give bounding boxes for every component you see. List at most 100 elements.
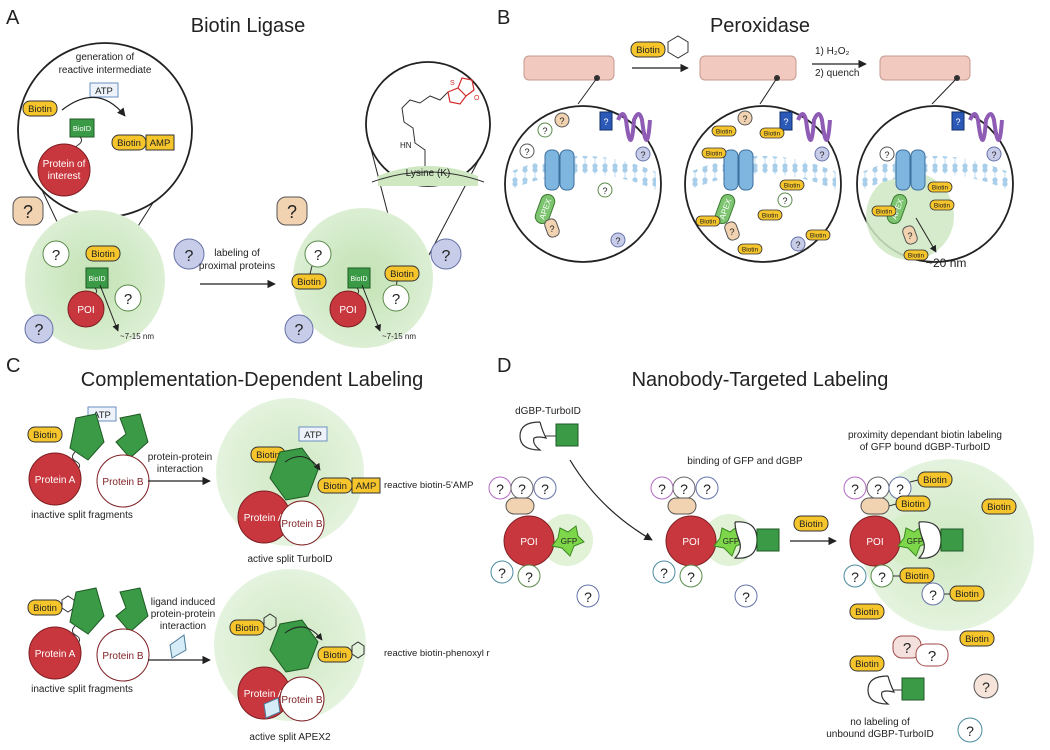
biotin-label: Biotin [764,131,781,138]
question-mark: ? [703,481,711,497]
biotin-label: Biotin [908,253,925,260]
poi-label: POI [77,305,94,316]
no-label-2: unbound dGBP-TurboID [826,729,933,740]
protein-b-label: Protein B [102,477,143,488]
active-turbo-label: active split TurboID [247,554,332,565]
protein-a-label: Protein A [244,689,285,700]
peroxidase-zoom-2: ? APEX Biotin Biotin Biotin Biotin Bioti… [684,105,842,263]
biotin-label: Biotin [700,219,717,226]
panel-c-letter: C [6,355,20,377]
protein-of-interest-1: Protein of [43,159,86,170]
cell [699,55,797,81]
question-mark: ? [498,565,506,581]
peroxidase-zoom-1: ? APEX ? ? ? ? ? ? ? [504,105,662,263]
biotin-pill [22,100,58,117]
dgbp-label: dGBP-TurboID [515,406,581,417]
biotin-label: Biotin [799,519,823,530]
question-mark: ? [896,481,904,497]
protein-a-label: Protein A [35,475,76,486]
biotin-label: Biotin [987,502,1011,513]
reactive-phenoxyl-label: reactive biotin-phenoxyl r [384,648,490,659]
panel-c: C Complementation-Dependent Labeling ATP… [6,355,490,743]
biotin-label: Biotin [934,203,951,210]
hn-label: HN [400,141,412,150]
question-mark: ? [549,224,554,234]
poi-label: POI [866,537,883,548]
biotin-label: Biotin [784,183,801,190]
gfp-label: GFP [723,537,739,546]
question-mark: ? [991,150,996,160]
question-mark: ? [955,117,960,127]
biotin-label: Biotin [636,45,660,56]
panel-c-title: Complementation-Dependent Labeling [81,369,423,391]
reactive-amp-label: reactive biotin-5'AMP [384,480,473,491]
question-mark: ? [615,236,620,246]
question-mark: ? [658,481,666,497]
biotin-label: Biotin [323,481,347,492]
question-mark: ? [442,248,451,265]
question-mark: ? [542,126,547,136]
protein-b-label: Protein B [281,519,322,530]
biotin-label: Biotin [91,249,115,260]
question-mark: ? [525,569,533,585]
panel-d: D Nanobody-Targeted Labeling dGBP-TurboI… [488,355,1034,743]
question-mark: ? [660,565,668,581]
amp-label: AMP [356,481,377,492]
question-mark: ? [185,248,194,265]
svg-text:S: S [450,80,455,87]
question-mark: ? [35,322,44,339]
panel-a-letter: A [6,7,20,29]
question-mark: ? [392,291,400,308]
radius-label-b: ~20 nm [926,256,966,270]
biotin-label: Biotin [706,151,723,158]
no-label-1: no labeling of [850,717,910,728]
atp-label: ATP [93,410,111,421]
biotin-label: Biotin [323,650,347,661]
question-mark: ? [52,247,60,264]
biotin-label: Biotin [297,277,321,288]
inactive-label: inactive split fragments [31,684,133,695]
protein-of-interest-2: interest [48,171,81,182]
biotin-label: Biotin [235,623,259,634]
biotin-label: Biotin [810,233,827,240]
protein-b-label: Protein B [281,695,322,706]
panel-a-title: Biotin Ligase [191,15,306,37]
question-mark: ? [742,114,747,124]
gfp-label: GFP [561,537,577,546]
biotin-label: Biotin [28,104,52,115]
question-mark: ? [903,640,911,657]
gfp-label: GFP [907,537,923,546]
question-mark: ? [314,247,322,264]
question-mark: ? [640,150,645,160]
peroxidase-zoom-3: ? APEX Biotin Biotin Biotin Biotin ? ? ?… [856,105,1014,270]
protein-of-interest [37,143,91,197]
bioid-label: BioID [73,124,92,133]
question-mark: ? [559,116,564,126]
binding-label: binding of GFP and dGBP [687,456,803,467]
biotin-label: Biotin [932,185,949,192]
atp-label: ATP [304,430,322,441]
generation-label-1: generation of [76,52,135,63]
question-mark: ? [907,231,912,241]
cell [523,55,615,81]
amp-label: AMP [150,138,171,149]
question-mark: ? [929,587,937,603]
biotin-label: Biotin [117,138,141,149]
question-mark: ? [966,723,974,739]
poi-label: POI [682,537,699,548]
biotin-label: Biotin [742,247,759,254]
radius-label: ~7-15 nm [382,332,416,341]
biotin-label: Biotin [33,603,57,614]
biotin-label: Biotin [762,213,779,220]
ppi-label-1: protein-protein [148,452,212,463]
protein-a-label: Protein A [35,649,76,660]
biotin-label: Biotin [905,571,929,582]
h2o2-label: 1) H₂O₂ [815,46,850,57]
question-mark: ? [874,481,882,497]
cell [879,55,971,81]
biotin-label: Biotin [390,269,414,280]
active-apex2-label: active split APEX2 [249,732,331,743]
biotin-label: Biotin [256,450,280,461]
proximity-label-1: proximity dependant biotin labeling [848,430,1002,441]
radius-label: ~7-15 nm [120,332,154,341]
